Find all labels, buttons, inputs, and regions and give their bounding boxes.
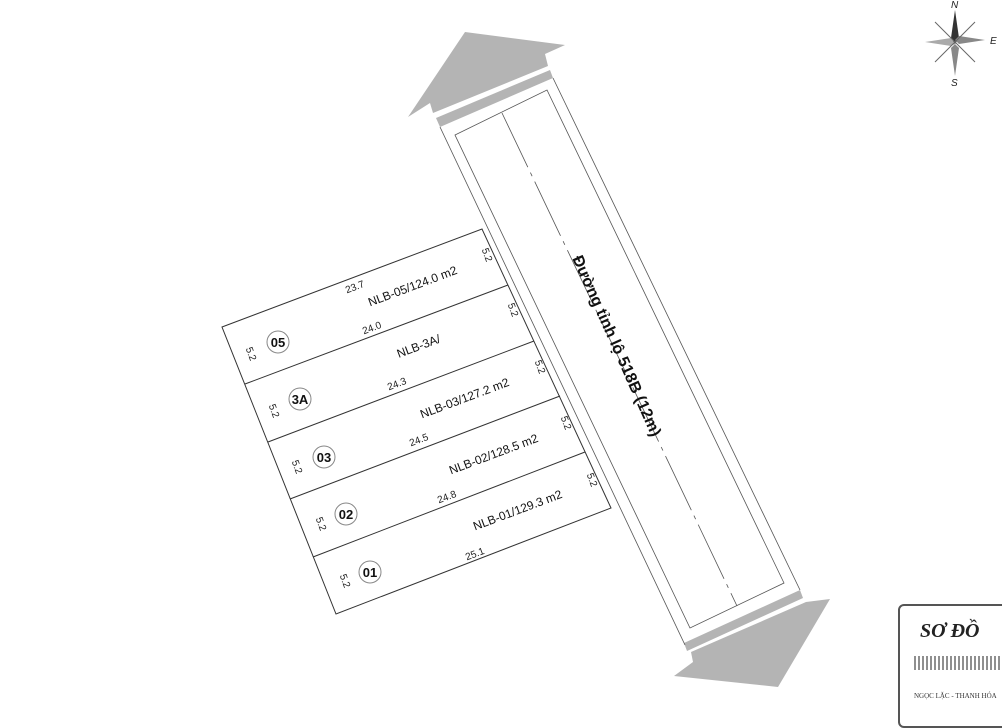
plot-number-circle <box>358 560 382 584</box>
road-band-south <box>684 590 803 651</box>
dim-right: 5.2 <box>584 472 599 489</box>
plot-number: 02 <box>339 507 353 522</box>
road-edge-left <box>439 126 686 646</box>
dim-left: 5.2 <box>243 346 258 363</box>
plot-outline <box>221 228 612 615</box>
plot-number: 05 <box>271 335 285 350</box>
dim-back: 24.0 <box>361 320 383 337</box>
plot-number: 01 <box>363 565 377 580</box>
dim-right: 5.2 <box>479 247 494 264</box>
plot-label: NLB-05/124.0 m2 <box>366 263 459 309</box>
plot-label: NLB-03/127.2 m2 <box>418 375 511 421</box>
compass-north: N <box>951 0 959 11</box>
plot-01[interactable]: 01 NLB-01/129.3 m2 25.1 5.2 5.2 <box>337 472 599 590</box>
plot-label: NLB-01/129.3 m2 <box>471 487 564 533</box>
plot-number-circle <box>334 502 358 526</box>
plot-divider <box>244 284 509 385</box>
road-label: Đường tỉnh lộ 518B (12m) <box>568 253 663 439</box>
compass-icon: N E S <box>925 0 997 89</box>
plot-divider <box>289 395 561 500</box>
plot-number-circle <box>312 445 336 469</box>
dim-back: 24.8 <box>436 489 458 506</box>
road-inner <box>454 89 785 629</box>
title-location: NGỌC LẶC - THANH HÓA <box>914 692 997 700</box>
plot-03[interactable]: 03 NLB-03/127.2 m2 24.5 5.2 5.2 <box>289 359 547 476</box>
plot-number-circle <box>266 330 290 354</box>
road-edge-right <box>552 77 801 591</box>
road-centerline <box>501 112 738 607</box>
dim-left: 5.2 <box>266 403 281 420</box>
title-main: SƠ ĐỒ <box>920 620 980 642</box>
plot-label: NLB-02/128.5 m2 <box>447 431 540 477</box>
site-plan: Đường tỉnh lộ 518B (12m) 05 NLB-05/124.0… <box>221 0 997 687</box>
plot-divider <box>312 451 586 558</box>
plot-divider <box>267 340 535 443</box>
dim-right: 5.2 <box>505 302 520 319</box>
dim-right: 5.2 <box>532 359 547 376</box>
road-arrow-north <box>408 32 565 117</box>
title-box: SƠ ĐỒ NGỌC LẶC - THANH HÓA <box>898 604 1002 728</box>
dim-left: 5.2 <box>313 516 328 533</box>
title-subtitle-illegible <box>914 656 1000 670</box>
dim-front: 23.7 <box>344 279 366 296</box>
plot-number-circle <box>288 387 312 411</box>
dim-left: 5.2 <box>337 573 352 590</box>
plot-02[interactable]: 02 NLB-02/128.5 m2 24.8 5.2 5.2 <box>313 415 573 533</box>
compass-east: E <box>990 36 997 47</box>
compass-south: S <box>951 78 958 89</box>
plot-label: NLB-3A/ <box>395 331 443 360</box>
road-arrow-south <box>674 599 830 687</box>
dim-right: 5.2 <box>558 415 573 432</box>
road-band-north <box>436 70 553 127</box>
plot-number: 3A <box>292 392 309 407</box>
dim-left: 5.2 <box>289 459 304 476</box>
plot-number: 03 <box>317 450 331 465</box>
dim-back: 24.3 <box>386 376 408 393</box>
